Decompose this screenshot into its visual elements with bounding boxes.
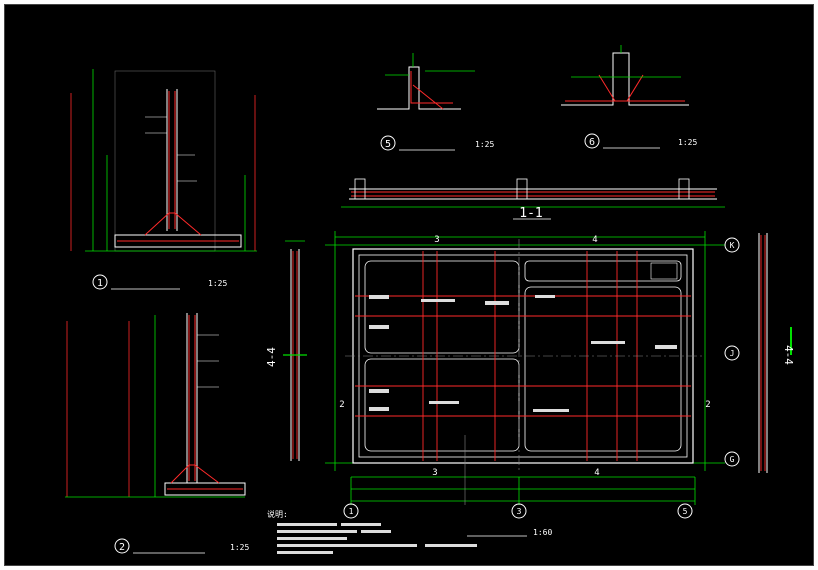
notes-block: 说明:: [267, 509, 477, 554]
section-4-4-left-label: 4-4: [265, 347, 278, 367]
section-4-4-right: 4-4: [758, 233, 795, 473]
grid-bubbles-bottom: 1 3 5: [343, 503, 693, 519]
svg-text:1:25: 1:25: [208, 279, 227, 288]
grid-number-right-2: 2: [705, 400, 710, 410]
detail-2-wall-section: [65, 313, 246, 498]
detail-6-section: [561, 45, 689, 106]
grid-bubble-J: J: [730, 349, 735, 358]
plan-title: 1:60: [467, 528, 552, 537]
cad-drawing-canvas: 1 1:25 2 1:25 5 1:25: [65, 45, 795, 554]
detail-1-wall-section: [70, 69, 257, 252]
svg-text:5: 5: [385, 139, 391, 150]
grid-number-left-2: 2: [339, 400, 344, 410]
grid-number-top-3: 3: [434, 235, 439, 245]
grid-number-bottom-4: 4: [594, 468, 599, 478]
grid-bubble-K: K: [730, 241, 735, 250]
section-4-4-right-label: 4-4: [782, 345, 795, 365]
grid-bubbles-right: K J G: [724, 237, 740, 467]
svg-text:1:25: 1:25: [230, 543, 249, 552]
main-plan: 3 4 3 4 2 2: [325, 231, 725, 505]
notes-heading: 说明:: [267, 509, 288, 519]
svg-text:1:25: 1:25: [475, 140, 494, 149]
svg-text:1:25: 1:25: [678, 138, 697, 147]
cad-drawing-frame: 1 1:25 2 1:25 5 1:25: [4, 4, 814, 566]
grid-number-bottom-3: 3: [432, 468, 437, 478]
detail-5-title: 5 1:25: [380, 135, 494, 151]
svg-text:6: 6: [589, 137, 595, 148]
grid-bubble-1: 1: [349, 507, 354, 516]
grid-bubble-5: 5: [683, 507, 688, 516]
svg-text:1: 1: [97, 278, 103, 289]
section-4-4-left: 4-4: [265, 240, 307, 461]
svg-text:2: 2: [119, 542, 125, 553]
grid-bubble-3: 3: [517, 507, 522, 516]
detail-1-title: 1 1:25: [92, 274, 227, 290]
detail-2-title: 2 1:25: [114, 538, 249, 554]
section-1-1: 1-1: [341, 178, 725, 221]
grid-bubble-G: G: [730, 455, 735, 464]
detail-5-section: [377, 53, 475, 110]
section-1-1-label: 1-1: [519, 206, 542, 221]
svg-text:1:60: 1:60: [533, 528, 552, 537]
detail-6-title: 6 1:25: [584, 133, 697, 149]
grid-number-top-4: 4: [592, 235, 597, 245]
